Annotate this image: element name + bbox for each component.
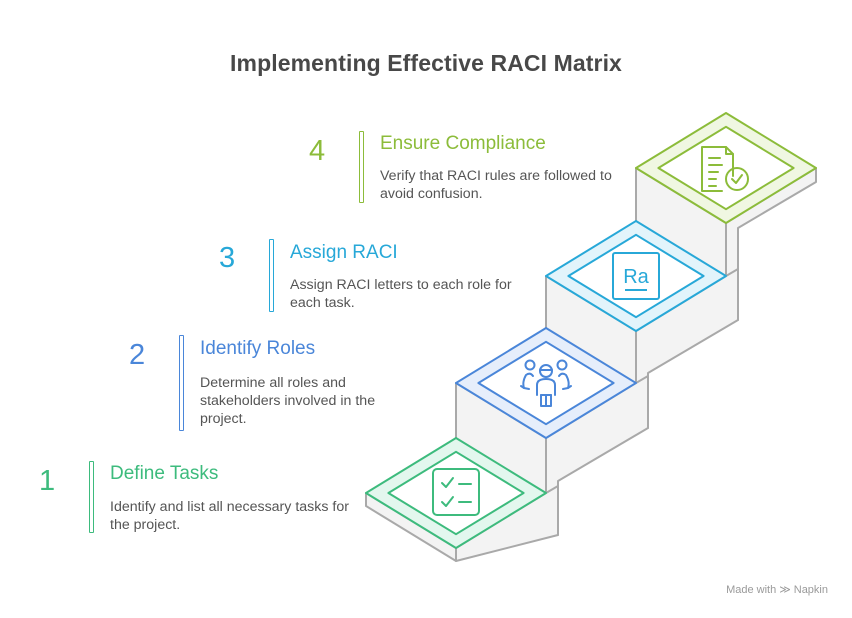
step-accent-bar bbox=[179, 335, 184, 431]
step-number: 4 bbox=[309, 135, 326, 167]
step-heading: Identify Roles bbox=[200, 338, 316, 359]
ra-letters-text: Ra bbox=[623, 266, 649, 288]
napkin-logo-icon: ≫ bbox=[779, 584, 791, 596]
step-accent-bar bbox=[89, 461, 94, 533]
step-top-inner-diamond bbox=[657, 125, 795, 211]
step-description: Verify that RACI rules are followed to a… bbox=[380, 168, 612, 202]
step-top-inner-diamond bbox=[567, 233, 705, 319]
people-group-icon bbox=[520, 359, 572, 407]
step-description: Identify and list all necessary tasks fo… bbox=[110, 499, 349, 533]
step-description: Assign RACI letters to each role for eac… bbox=[290, 277, 512, 311]
document-check-icon bbox=[701, 146, 749, 192]
step-number: 3 bbox=[219, 242, 236, 274]
ra-letters-icon: Ra bbox=[612, 252, 660, 300]
credit-brand: Napkin bbox=[793, 583, 828, 596]
step-heading: Assign RACI bbox=[290, 242, 398, 263]
checklist-icon bbox=[432, 468, 480, 516]
step-heading: Ensure Compliance bbox=[380, 133, 546, 154]
step-3-top bbox=[545, 220, 727, 332]
step-heading: Define Tasks bbox=[110, 463, 219, 484]
step-accent-bar bbox=[359, 131, 364, 203]
step-number: 1 bbox=[39, 465, 56, 497]
step-1-top bbox=[365, 437, 547, 549]
credit-prefix: Made with bbox=[726, 583, 777, 596]
step-2-top bbox=[455, 327, 637, 439]
step-description: Determine all roles and stakeholders inv… bbox=[200, 375, 376, 427]
step-4-top bbox=[635, 112, 817, 224]
page-title: Implementing Effective RACI Matrix bbox=[230, 50, 622, 76]
step-accent-bar bbox=[269, 239, 274, 312]
made-with-napkin-credit[interactable]: Made with ≫ Napkin bbox=[726, 583, 828, 597]
step-top-inner-diamond bbox=[477, 340, 615, 426]
step-top-inner-diamond bbox=[387, 450, 525, 536]
step-number: 2 bbox=[129, 339, 146, 371]
